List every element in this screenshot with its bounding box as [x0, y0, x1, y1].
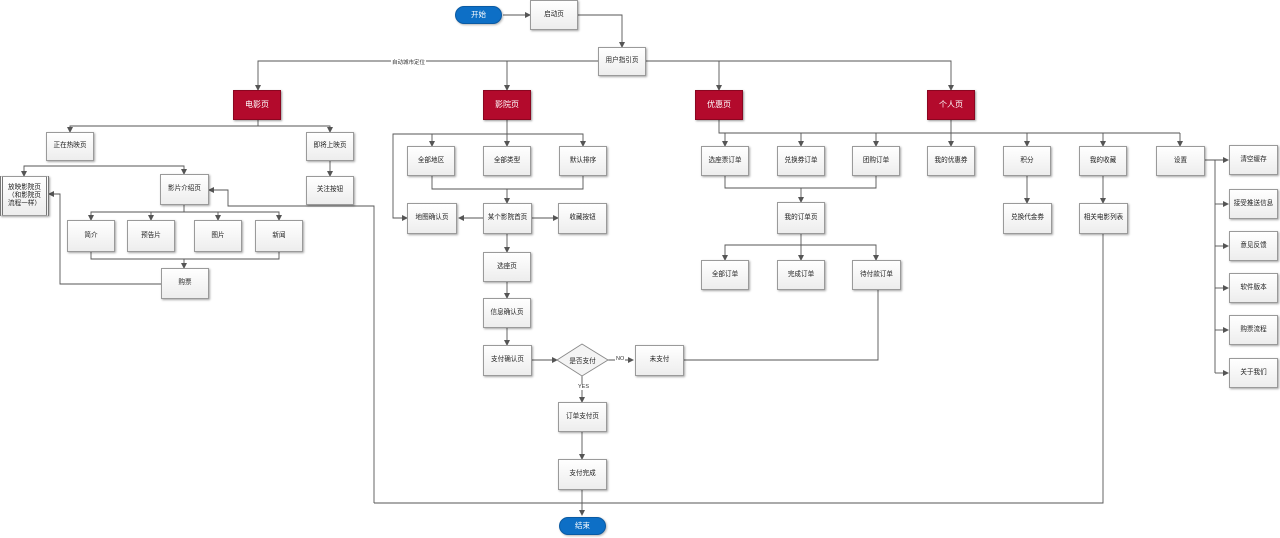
edge-intro-news — [218, 211, 282, 221]
category-discount: 优惠页 — [695, 90, 743, 120]
version-box: 软件版本 — [1229, 273, 1278, 303]
now-showing-box: 正在热映页 — [46, 132, 94, 161]
user-guide-box: 用户指引页 — [598, 47, 646, 76]
edge-tabs-buy — [90, 252, 280, 260]
feedback-box: 意见反馈 — [1229, 231, 1278, 261]
edge-guide-personal — [719, 60, 954, 91]
favorite-button-box: 收藏按钮 — [558, 203, 607, 234]
edge-intro-brief — [88, 205, 185, 221]
map-confirm-box: 地图确认页 — [407, 203, 457, 234]
edge-now-screening — [21, 165, 70, 177]
news-box: 新闻 — [255, 220, 303, 252]
screening-cinemas-box: 放映影院页（和影院页流程一样） — [0, 176, 49, 216]
edge-now-intro — [70, 165, 187, 175]
my-coupons-box: 我的优惠券 — [927, 146, 975, 176]
intro-box: 简介 — [67, 220, 115, 252]
my-favorites-box: 我的收藏 — [1079, 146, 1127, 176]
points-box: 积分 — [1003, 146, 1051, 176]
seat-selection-box: 选座页 — [483, 252, 531, 282]
edge-discount-bus — [718, 120, 1180, 134]
clear-cache-box: 清空缓存 — [1229, 145, 1278, 175]
follow-button-box: 关注按钮 — [306, 176, 354, 205]
end-terminal: 结束 — [559, 517, 606, 535]
group-order-box: 团购订单 — [852, 146, 900, 176]
all-types-box: 全部类型 — [483, 146, 531, 176]
pictures-box: 图片 — [194, 220, 242, 252]
settings-box: 设置 — [1156, 146, 1205, 176]
unpaid-box: 未支付 — [635, 345, 684, 376]
redeem-voucher-box: 兑换代金券 — [1003, 203, 1052, 234]
edge-cinema-filters — [429, 120, 508, 147]
payment-confirm-box: 支付确认页 — [483, 345, 532, 376]
default-sort-box: 默认排序 — [559, 146, 607, 176]
trailer-box: 预告片 — [127, 220, 175, 252]
push-notifications-box: 接受推送信息 — [1229, 189, 1278, 219]
buy-ticket-box: 购票 — [161, 268, 209, 299]
edge-orders-merge — [724, 176, 877, 189]
category-personal: 个人页 — [927, 90, 975, 120]
my-orders-box: 我的订单页 — [777, 202, 825, 234]
pending-orders-box: 待付款订单 — [852, 260, 901, 290]
category-movie: 电影页 — [233, 90, 281, 120]
seat-order-box: 选座票订单 — [701, 146, 749, 176]
edge-guide-discount — [646, 60, 722, 91]
voucher-order-box: 兑换券订单 — [777, 146, 825, 176]
coming-soon-box: 即将上映页 — [306, 132, 354, 161]
category-cinema: 影院页 — [483, 90, 531, 120]
all-areas-box: 全部地区 — [407, 146, 455, 176]
purchase-flow-box: 购票流程 — [1229, 315, 1278, 345]
edge-movie-now — [67, 120, 259, 133]
auto-city-label: 自动城市定位 — [391, 58, 427, 66]
all-orders-box: 全部订单 — [701, 260, 749, 290]
no-edge-label: NO — [615, 356, 626, 362]
film-intro-box: 影片介绍页 — [160, 174, 209, 205]
order-payment-box: 订单支付页 — [558, 402, 607, 432]
completed-orders-box: 完成订单 — [777, 260, 825, 290]
is-paid-decision-label: 是否支付 — [569, 358, 596, 365]
about-us-box: 关于我们 — [1229, 358, 1278, 388]
edge-filters-merge — [431, 176, 584, 190]
info-confirm-box: 信息确认页 — [483, 298, 531, 328]
edge-myorders-all — [722, 234, 802, 261]
splash-page-box: 启动页 — [530, 0, 578, 30]
related-movies-box: 相关电影列表 — [1079, 203, 1128, 234]
edge-guide-movie — [255, 60, 598, 91]
edge-myorders-pending — [801, 244, 879, 261]
edge-cinema-sort — [507, 133, 586, 147]
start-terminal: 开始 — [455, 6, 502, 24]
edge-intro-pictures — [184, 211, 221, 221]
yes-edge-label: YES — [577, 384, 591, 390]
cinema-home-box: 某个影院首页 — [483, 203, 532, 234]
payment-done-box: 支付完成 — [558, 459, 607, 490]
edge-splash-guide — [578, 14, 625, 48]
